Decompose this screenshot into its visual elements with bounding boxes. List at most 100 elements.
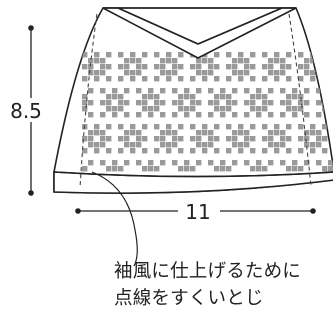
pattern-cell	[292, 94, 298, 100]
pattern-cell	[94, 52, 100, 58]
pattern-cell	[172, 130, 178, 136]
pattern-cell	[244, 142, 250, 148]
pattern-cell	[268, 58, 274, 64]
pattern-cell	[94, 124, 100, 130]
height-dimension-top-dot	[28, 25, 34, 31]
pattern-cell	[142, 166, 148, 172]
pattern-cell	[262, 76, 268, 82]
pattern-cell	[304, 88, 310, 94]
pattern-cell	[322, 76, 328, 82]
pattern-cell	[328, 160, 333, 166]
pattern-cell	[244, 112, 250, 118]
pattern-cell	[280, 70, 286, 76]
pattern-cell	[148, 106, 154, 112]
pattern-cell	[256, 94, 262, 100]
pattern-cell	[286, 94, 292, 100]
pattern-cell	[178, 106, 184, 112]
pattern-cell	[322, 52, 328, 58]
pattern-cell	[226, 166, 232, 172]
pattern-cell	[94, 58, 100, 64]
pattern-cell	[136, 70, 142, 76]
pattern-cell	[154, 106, 160, 112]
pattern-cell	[196, 160, 202, 166]
pattern-cell	[220, 94, 226, 100]
pattern-cell	[268, 160, 274, 166]
pattern-cell	[214, 148, 220, 154]
pattern-cell	[196, 136, 202, 142]
pattern-cell	[244, 58, 250, 64]
pattern-cell	[118, 52, 124, 58]
pattern-cell	[190, 76, 196, 82]
pattern-cell	[316, 112, 322, 118]
pattern-cell	[292, 112, 298, 118]
pattern-cell	[316, 64, 322, 70]
pattern-cell	[88, 88, 94, 94]
pattern-cell	[280, 142, 286, 148]
pattern-cell	[172, 64, 178, 70]
pattern-cell	[280, 136, 286, 142]
pattern-cell	[304, 130, 310, 136]
pattern-cell	[124, 142, 130, 148]
pattern-cell	[322, 148, 328, 154]
pattern-cell	[142, 52, 148, 58]
pattern-cell	[82, 166, 88, 172]
pattern-cell	[148, 166, 154, 172]
pattern-cell	[136, 100, 142, 106]
pattern-cell	[166, 70, 172, 76]
pattern-cell	[244, 70, 250, 76]
pattern-cell	[220, 88, 226, 94]
pattern-cell	[214, 166, 220, 172]
pattern-cell	[184, 166, 190, 172]
pattern-cell	[286, 124, 292, 130]
pattern-cell	[112, 88, 118, 94]
pattern-cell	[112, 94, 118, 100]
pattern-cell	[184, 106, 190, 112]
pattern-cell	[100, 136, 106, 142]
pattern-cell	[184, 88, 190, 94]
pattern-cell	[118, 124, 124, 130]
pattern-cell	[220, 160, 226, 166]
pattern-cell	[322, 136, 328, 142]
pattern-cell	[298, 136, 304, 142]
pattern-cell	[136, 136, 142, 142]
pattern-cell	[250, 52, 256, 58]
pattern-cell	[238, 130, 244, 136]
pattern-cell	[286, 52, 292, 58]
pattern-cell	[268, 88, 274, 94]
note-line-1: 袖風に仕上げるために	[114, 261, 302, 282]
pattern-cell	[250, 124, 256, 130]
pattern-cell	[88, 64, 94, 70]
pattern-cell	[226, 100, 232, 106]
pattern-cell	[262, 94, 268, 100]
pattern-cell	[208, 64, 214, 70]
pattern-cell	[142, 64, 148, 70]
pattern-cell	[292, 166, 298, 172]
pattern-cell	[286, 148, 292, 154]
pattern-cell	[328, 88, 333, 94]
pattern-cell	[124, 58, 130, 64]
pattern-cell	[256, 166, 262, 172]
pattern-cell	[304, 58, 310, 64]
pattern-cell	[196, 130, 202, 136]
pattern-cell	[154, 100, 160, 106]
pattern-cell	[118, 76, 124, 82]
pattern-cell	[232, 88, 238, 94]
pattern-cell	[106, 76, 112, 82]
pattern-cell	[280, 88, 286, 94]
pattern-cell	[100, 112, 106, 118]
pattern-cell	[124, 130, 130, 136]
pattern-cell	[262, 136, 268, 142]
pattern-cell	[118, 64, 124, 70]
pattern-cell	[268, 112, 274, 118]
pattern-cell	[100, 130, 106, 136]
pattern-cell	[286, 76, 292, 82]
pattern-cell	[106, 148, 112, 154]
pattern-cell	[100, 160, 106, 166]
pattern-cell	[256, 88, 262, 94]
pattern-cell	[214, 100, 220, 106]
pattern-cell	[268, 64, 274, 70]
pattern-cell	[214, 76, 220, 82]
pattern-cell	[274, 76, 280, 82]
width-dimension-left-dot	[75, 208, 81, 214]
pattern-cell	[304, 70, 310, 76]
